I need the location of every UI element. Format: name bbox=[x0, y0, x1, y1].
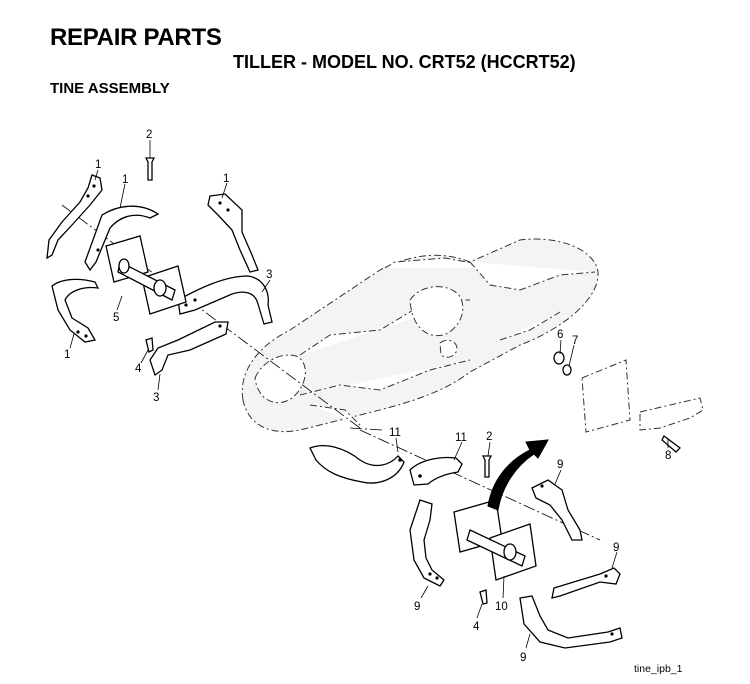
callout-9: 9 bbox=[557, 459, 563, 471]
left-tine-assembly bbox=[46, 157, 273, 377]
callout-1: 1 bbox=[64, 349, 70, 361]
tine-part-1 bbox=[84, 205, 160, 272]
tiller-transmission-housing bbox=[241, 238, 599, 433]
rotation-direction-arrow bbox=[487, 439, 549, 511]
callout-9: 9 bbox=[613, 542, 619, 554]
tine-part-9 bbox=[409, 499, 445, 587]
bolt-part-2 bbox=[144, 157, 156, 181]
tine-part-9 bbox=[519, 595, 623, 649]
right-tine-assembly bbox=[309, 439, 623, 649]
tine-part-1 bbox=[207, 193, 259, 273]
callout-1: 1 bbox=[122, 174, 128, 186]
clip-part-7 bbox=[562, 364, 572, 376]
tine-part-9 bbox=[551, 567, 621, 599]
figure-id: tine_ipb_1 bbox=[634, 663, 683, 675]
callout-8: 8 bbox=[665, 450, 671, 462]
callout-leaders bbox=[69, 140, 669, 649]
callout-11: 11 bbox=[455, 432, 467, 444]
tine-part-9 bbox=[531, 479, 583, 541]
tine-part-11 bbox=[309, 445, 405, 484]
tine-part-11 bbox=[409, 456, 463, 486]
callout-4: 4 bbox=[135, 363, 142, 375]
callout-numbers: 2 1 1 1 3 5 1 4 3 6 7 8 11 11 2 9 9 9 10… bbox=[64, 129, 671, 664]
tine-part-1 bbox=[51, 278, 100, 343]
hairpin-part-4 bbox=[479, 589, 488, 605]
washer-part-6 bbox=[553, 351, 565, 365]
callout-2: 2 bbox=[146, 129, 152, 141]
callout-1: 1 bbox=[95, 159, 101, 171]
lower-tine-axis bbox=[359, 429, 601, 541]
callout-10: 10 bbox=[495, 601, 508, 613]
callout-9: 9 bbox=[520, 652, 526, 664]
callout-11: 11 bbox=[389, 427, 401, 439]
callout-7: 7 bbox=[572, 335, 578, 347]
callout-4: 4 bbox=[473, 621, 480, 633]
callout-3: 3 bbox=[153, 392, 159, 404]
tine-part-3 bbox=[149, 321, 229, 377]
callout-9: 9 bbox=[414, 601, 420, 613]
callout-6: 6 bbox=[557, 329, 563, 341]
hairpin-part-4 bbox=[145, 337, 154, 353]
callout-2: 2 bbox=[486, 431, 492, 443]
bolt-part-2 bbox=[481, 455, 493, 478]
pin-part-8 bbox=[661, 435, 681, 453]
upper-tine-axis bbox=[61, 204, 361, 429]
model-subtitle: TILLER - MODEL NO. CRT52 (HCCRT52) bbox=[233, 52, 576, 72]
callout-3: 3 bbox=[266, 269, 272, 281]
section-heading: TINE ASSEMBLY bbox=[50, 80, 170, 97]
page-title: REPAIR PARTS bbox=[50, 24, 222, 51]
axle-end-hardware bbox=[553, 351, 704, 453]
tine-part-3 bbox=[177, 275, 273, 325]
callout-5: 5 bbox=[113, 312, 119, 324]
callout-1: 1 bbox=[223, 173, 229, 185]
